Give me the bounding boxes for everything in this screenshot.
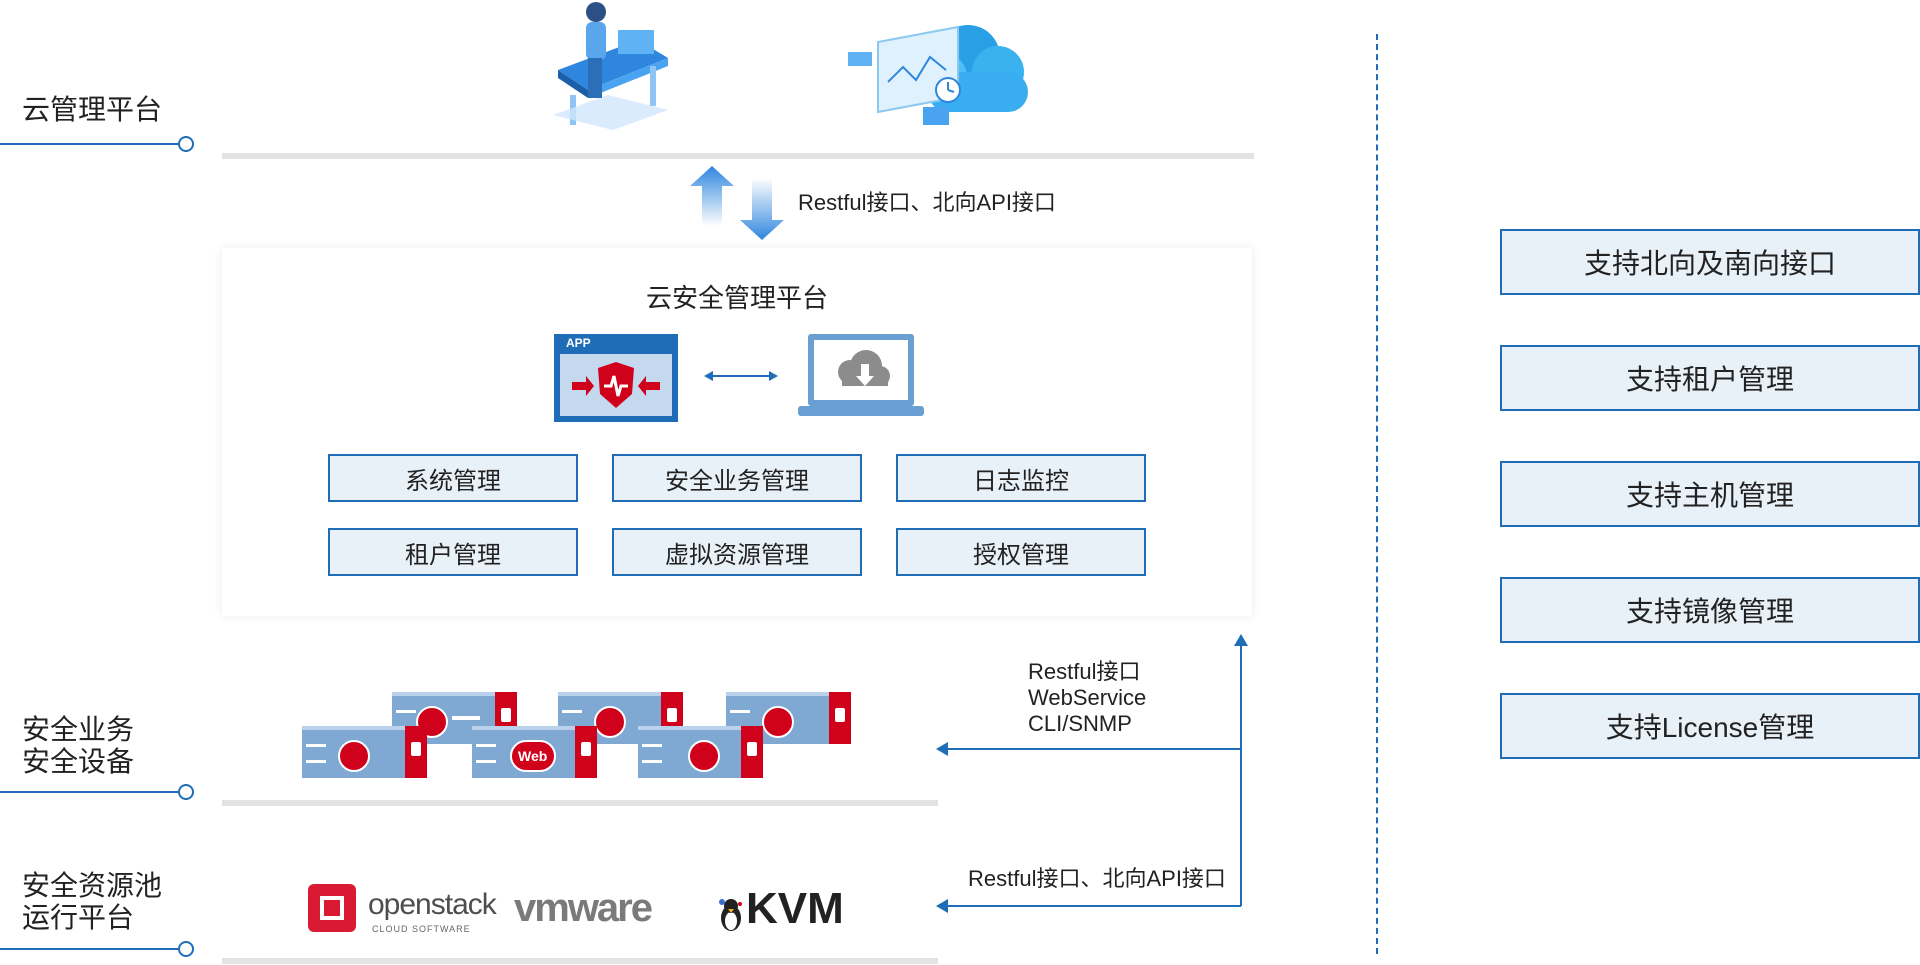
module-virtual-resource-mgmt: 虚拟资源管理: [612, 528, 862, 576]
layer-label-cloud-mgmt: 云管理平台: [22, 94, 163, 125]
openstack-logo-subtext: CLOUD SOFTWARE: [372, 924, 471, 934]
workstation-illustration: [553, 2, 668, 130]
layer-line-resource-pool: [0, 948, 178, 950]
pool-interface-label: Restful接口、北向API接口: [968, 866, 1226, 891]
layer-dot-resource-pool: [178, 941, 194, 957]
resource-pool-baseline: [222, 958, 938, 964]
layer-label-resource-pool: 安全资源池 运行平台: [22, 870, 162, 934]
module-tenant-mgmt: 租户管理: [328, 528, 578, 576]
module-system-mgmt: 系统管理: [328, 454, 578, 502]
openstack-logo-icon: [308, 884, 356, 932]
layer-line-security-devices: [0, 791, 178, 793]
feature-image-mgmt: 支持镜像管理: [1500, 577, 1920, 643]
feature-tenant-mgmt: 支持租户管理: [1500, 345, 1920, 411]
bidirectional-arrow-icon: [690, 166, 784, 240]
layer-dot-cloud-mgmt: [178, 136, 194, 152]
section-divider: [1376, 34, 1378, 954]
kvm-logo: KVM: [746, 884, 844, 933]
device-firewall-a: [302, 726, 427, 778]
device-protocol-restful: Restful接口: [1028, 659, 1141, 684]
layer-label-security-devices: 安全业务 安全设备: [22, 714, 134, 778]
module-log-monitoring: 日志监控: [896, 454, 1146, 502]
cloud-monitoring-illustration: [848, 25, 1028, 125]
app-label: APP: [566, 336, 591, 350]
layer-line-cloud-mgmt: [0, 143, 178, 145]
security-mgmt-platform-panel: 云安全管理平台 APP 系统管理 安全业务管理 日志监控 租户管理 虚拟资源管理…: [222, 248, 1252, 616]
platform-title: 云安全管理平台: [645, 283, 828, 313]
double-arrow-icon: [704, 371, 778, 381]
module-security-service-mgmt: 安全业务管理: [612, 454, 862, 502]
layer-label-line: 运行平台: [22, 902, 135, 933]
cloud-mgmt-baseline: [222, 153, 1254, 159]
web-device-label: Web: [518, 748, 548, 764]
top-interface-label: Restful接口、北向API接口: [798, 190, 1056, 215]
connector-lines: [936, 634, 1248, 913]
device-firewall-b: [638, 726, 763, 778]
device-web: Web: [472, 726, 597, 778]
tux-penguin-icon: [719, 899, 742, 931]
device-protocol-webservice: WebService: [1028, 685, 1147, 710]
layer-dot-security-devices: [178, 784, 194, 800]
module-license-mgmt: 授权管理: [896, 528, 1146, 576]
layer-label-line: 安全设备: [22, 746, 135, 777]
laptop-cloud-download-icon: [798, 334, 924, 416]
openstack-logo-text: openstack: [368, 888, 497, 921]
feature-host-mgmt: 支持主机管理: [1500, 461, 1920, 527]
device-protocol-cli-snmp: CLI/SNMP: [1028, 711, 1132, 736]
vmware-logo: vmware: [514, 886, 653, 930]
layer-label-line: 安全业务: [22, 714, 135, 745]
app-window-icon: APP: [554, 334, 678, 422]
feature-north-south-interface: 支持北向及南向接口: [1500, 229, 1920, 295]
devices-baseline: [222, 800, 938, 806]
shield-pulse-icon: [572, 362, 660, 408]
layer-label-line: 安全资源池: [22, 870, 163, 901]
feature-license-mgmt: 支持License管理: [1500, 693, 1920, 759]
